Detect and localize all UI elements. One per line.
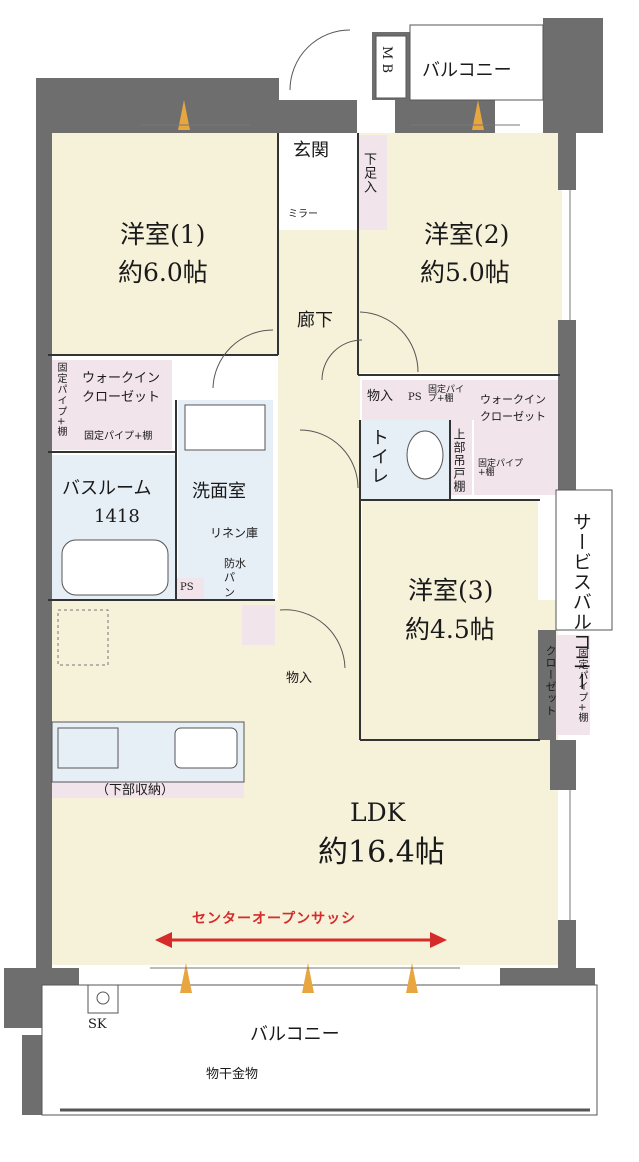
entrance-fill — [282, 135, 357, 230]
washbasin — [184, 404, 266, 451]
wic2b-fill — [474, 380, 560, 495]
fixed-pipe-shelf-closet: 固定パイプ+棚 — [576, 648, 587, 724]
shoe-fill — [357, 135, 387, 230]
western3-name: 洋室(3) — [408, 576, 494, 605]
ldk-name: LDK — [350, 798, 406, 827]
ps2-label: PS — [180, 582, 194, 593]
fixed-pipe-shelf-toilet: 固定パイプ+棚 — [478, 459, 524, 478]
upper-cabinet-label: 上部吊戸棚 — [452, 428, 466, 493]
washroom-label: 洗面室 — [192, 481, 246, 502]
entrance-label: 玄関 — [293, 140, 329, 161]
balcony-top-box — [409, 24, 544, 101]
fixed-pipe-shelf-v: 固定パイプ+棚 — [55, 362, 66, 438]
storage-hall-label: 物入 — [286, 671, 313, 686]
waterproof-pan-label: 防水パン — [224, 557, 246, 599]
storage-small-label: 物入 — [367, 389, 394, 404]
western2-name: 洋室(2) — [424, 220, 510, 249]
ps-label: PS — [408, 392, 422, 403]
airflow-5 — [406, 963, 418, 993]
western2-size: 約5.0帖 — [420, 258, 510, 287]
stove — [57, 727, 119, 769]
wall-bottom-end-left — [22, 1035, 42, 1115]
balcony-bottom-box — [41, 984, 598, 1116]
toilet-label: トイレ — [368, 428, 389, 485]
linen-label: リネン庫 — [210, 526, 259, 540]
mirror-label: ミラー — [288, 209, 318, 220]
wic1-fill — [52, 360, 172, 450]
toilet-shelf-fill — [450, 420, 472, 495]
sash-arrow — [155, 932, 447, 948]
floor-storage — [57, 609, 109, 666]
hallway-label: 廊下 — [297, 310, 333, 331]
balcony-bottom-label: バルコニー — [250, 1024, 340, 1045]
service-balcony-box — [555, 489, 613, 631]
bathroom-size: 1418 — [94, 506, 140, 527]
toilet-bowl — [406, 430, 444, 480]
wall-right4 — [550, 740, 576, 790]
western3-size: 約4.5帖 — [405, 615, 495, 644]
under-storage-fill — [52, 782, 244, 798]
ldk-size: 約16.4帖 — [318, 835, 445, 870]
wall-top-left — [36, 78, 279, 133]
airflow-3 — [180, 963, 192, 993]
sk-label: SK — [88, 1017, 107, 1032]
wall-right3 — [538, 630, 556, 740]
airflow-4 — [302, 963, 314, 993]
sk-drain — [96, 991, 110, 1005]
airflow-2 — [472, 100, 484, 130]
wall-left — [36, 78, 52, 968]
balcony-top-label: バルコニー — [422, 60, 512, 81]
sink — [174, 727, 238, 769]
service-balcony-label: サービスバルコニー — [569, 512, 592, 692]
room-western1-fill — [48, 133, 278, 355]
laundry-hanger-label: 物干金物 — [206, 1067, 259, 1082]
wall-right2 — [558, 320, 576, 500]
mb-label: M B — [379, 46, 394, 73]
hallway-fill — [278, 230, 360, 610]
kitchen-counter — [51, 721, 245, 783]
wall-right — [558, 130, 576, 190]
shoe-storage-label: 下足入 — [361, 152, 376, 194]
wall-top-mid — [279, 100, 357, 133]
ps2-fill — [176, 578, 204, 600]
closet-label: クローゼット — [544, 645, 557, 717]
western1-size: 約6.0帖 — [118, 258, 208, 287]
wall-right-top — [543, 18, 603, 133]
center-open-sash-label: センターオープンサッシ — [192, 911, 357, 927]
fixed-pipe-shelf-small: 固定パイプ+棚 — [428, 385, 465, 404]
western1-name: 洋室(1) — [120, 220, 206, 249]
airflow-1 — [178, 100, 190, 130]
wic1-label: ウォークイン クローゼット — [82, 371, 161, 405]
mb-box — [375, 35, 407, 99]
under-storage-label: （下部収納） — [96, 783, 175, 798]
wall-right5 — [558, 920, 576, 970]
wic2-label: ウォークイン クローゼット — [480, 393, 546, 423]
bathtub — [61, 539, 169, 596]
fixed-pipe-shelf-h: 固定パイプ+棚 — [84, 431, 153, 442]
storage-hall-fill — [242, 605, 275, 645]
bathroom-label: バスルーム — [62, 478, 152, 499]
room-western2-fill — [358, 133, 562, 373]
sk-basin — [87, 984, 119, 1014]
